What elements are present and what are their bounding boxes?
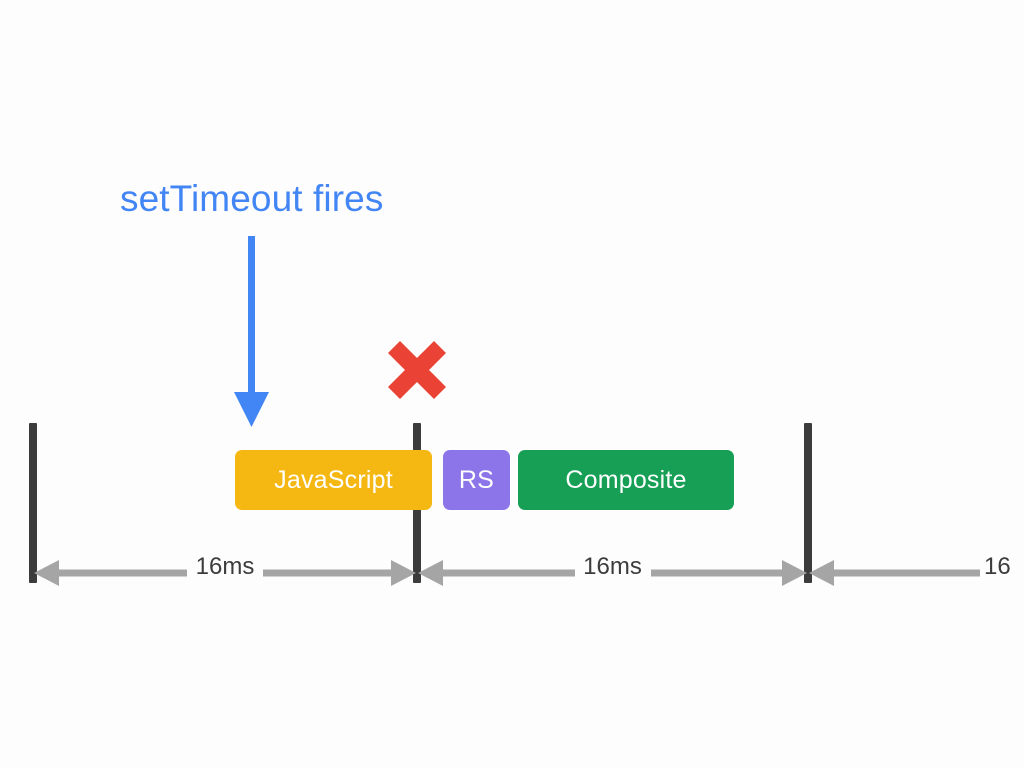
task-block-rs[interactable]: RS (443, 450, 510, 510)
double-headed-arrow-icon (418, 560, 807, 586)
dropped-frame-x-marker (383, 336, 451, 404)
settimeout-annotation-label: setTimeout fires (120, 178, 384, 219)
frame-duration-arrow-1 (33, 552, 417, 594)
task-block-label: JavaScript (274, 465, 393, 494)
task-block-composite[interactable]: Composite (518, 450, 734, 510)
frame-duration-label-2: 16ms (583, 553, 642, 580)
down-arrow-icon (234, 236, 269, 427)
frame-boundary-tick-1 (29, 423, 37, 583)
frame-duration-label-1: 16ms (195, 553, 255, 580)
task-block-javascript[interactable]: JavaScript (235, 450, 432, 510)
frame-duration-label-3: 16 (984, 553, 1011, 580)
double-headed-arrow-icon (809, 560, 980, 586)
settimeout-pointer-arrow (222, 234, 282, 430)
frame-duration-arrow-2 (417, 552, 808, 594)
task-block-label: RS (458, 465, 495, 494)
frame-duration-arrow-3 (808, 552, 1024, 594)
task-block-label: Composite (565, 465, 687, 494)
red-x-icon (387, 340, 447, 400)
frame-boundary-tick-3 (804, 423, 812, 583)
double-headed-arrow-icon (34, 560, 416, 586)
